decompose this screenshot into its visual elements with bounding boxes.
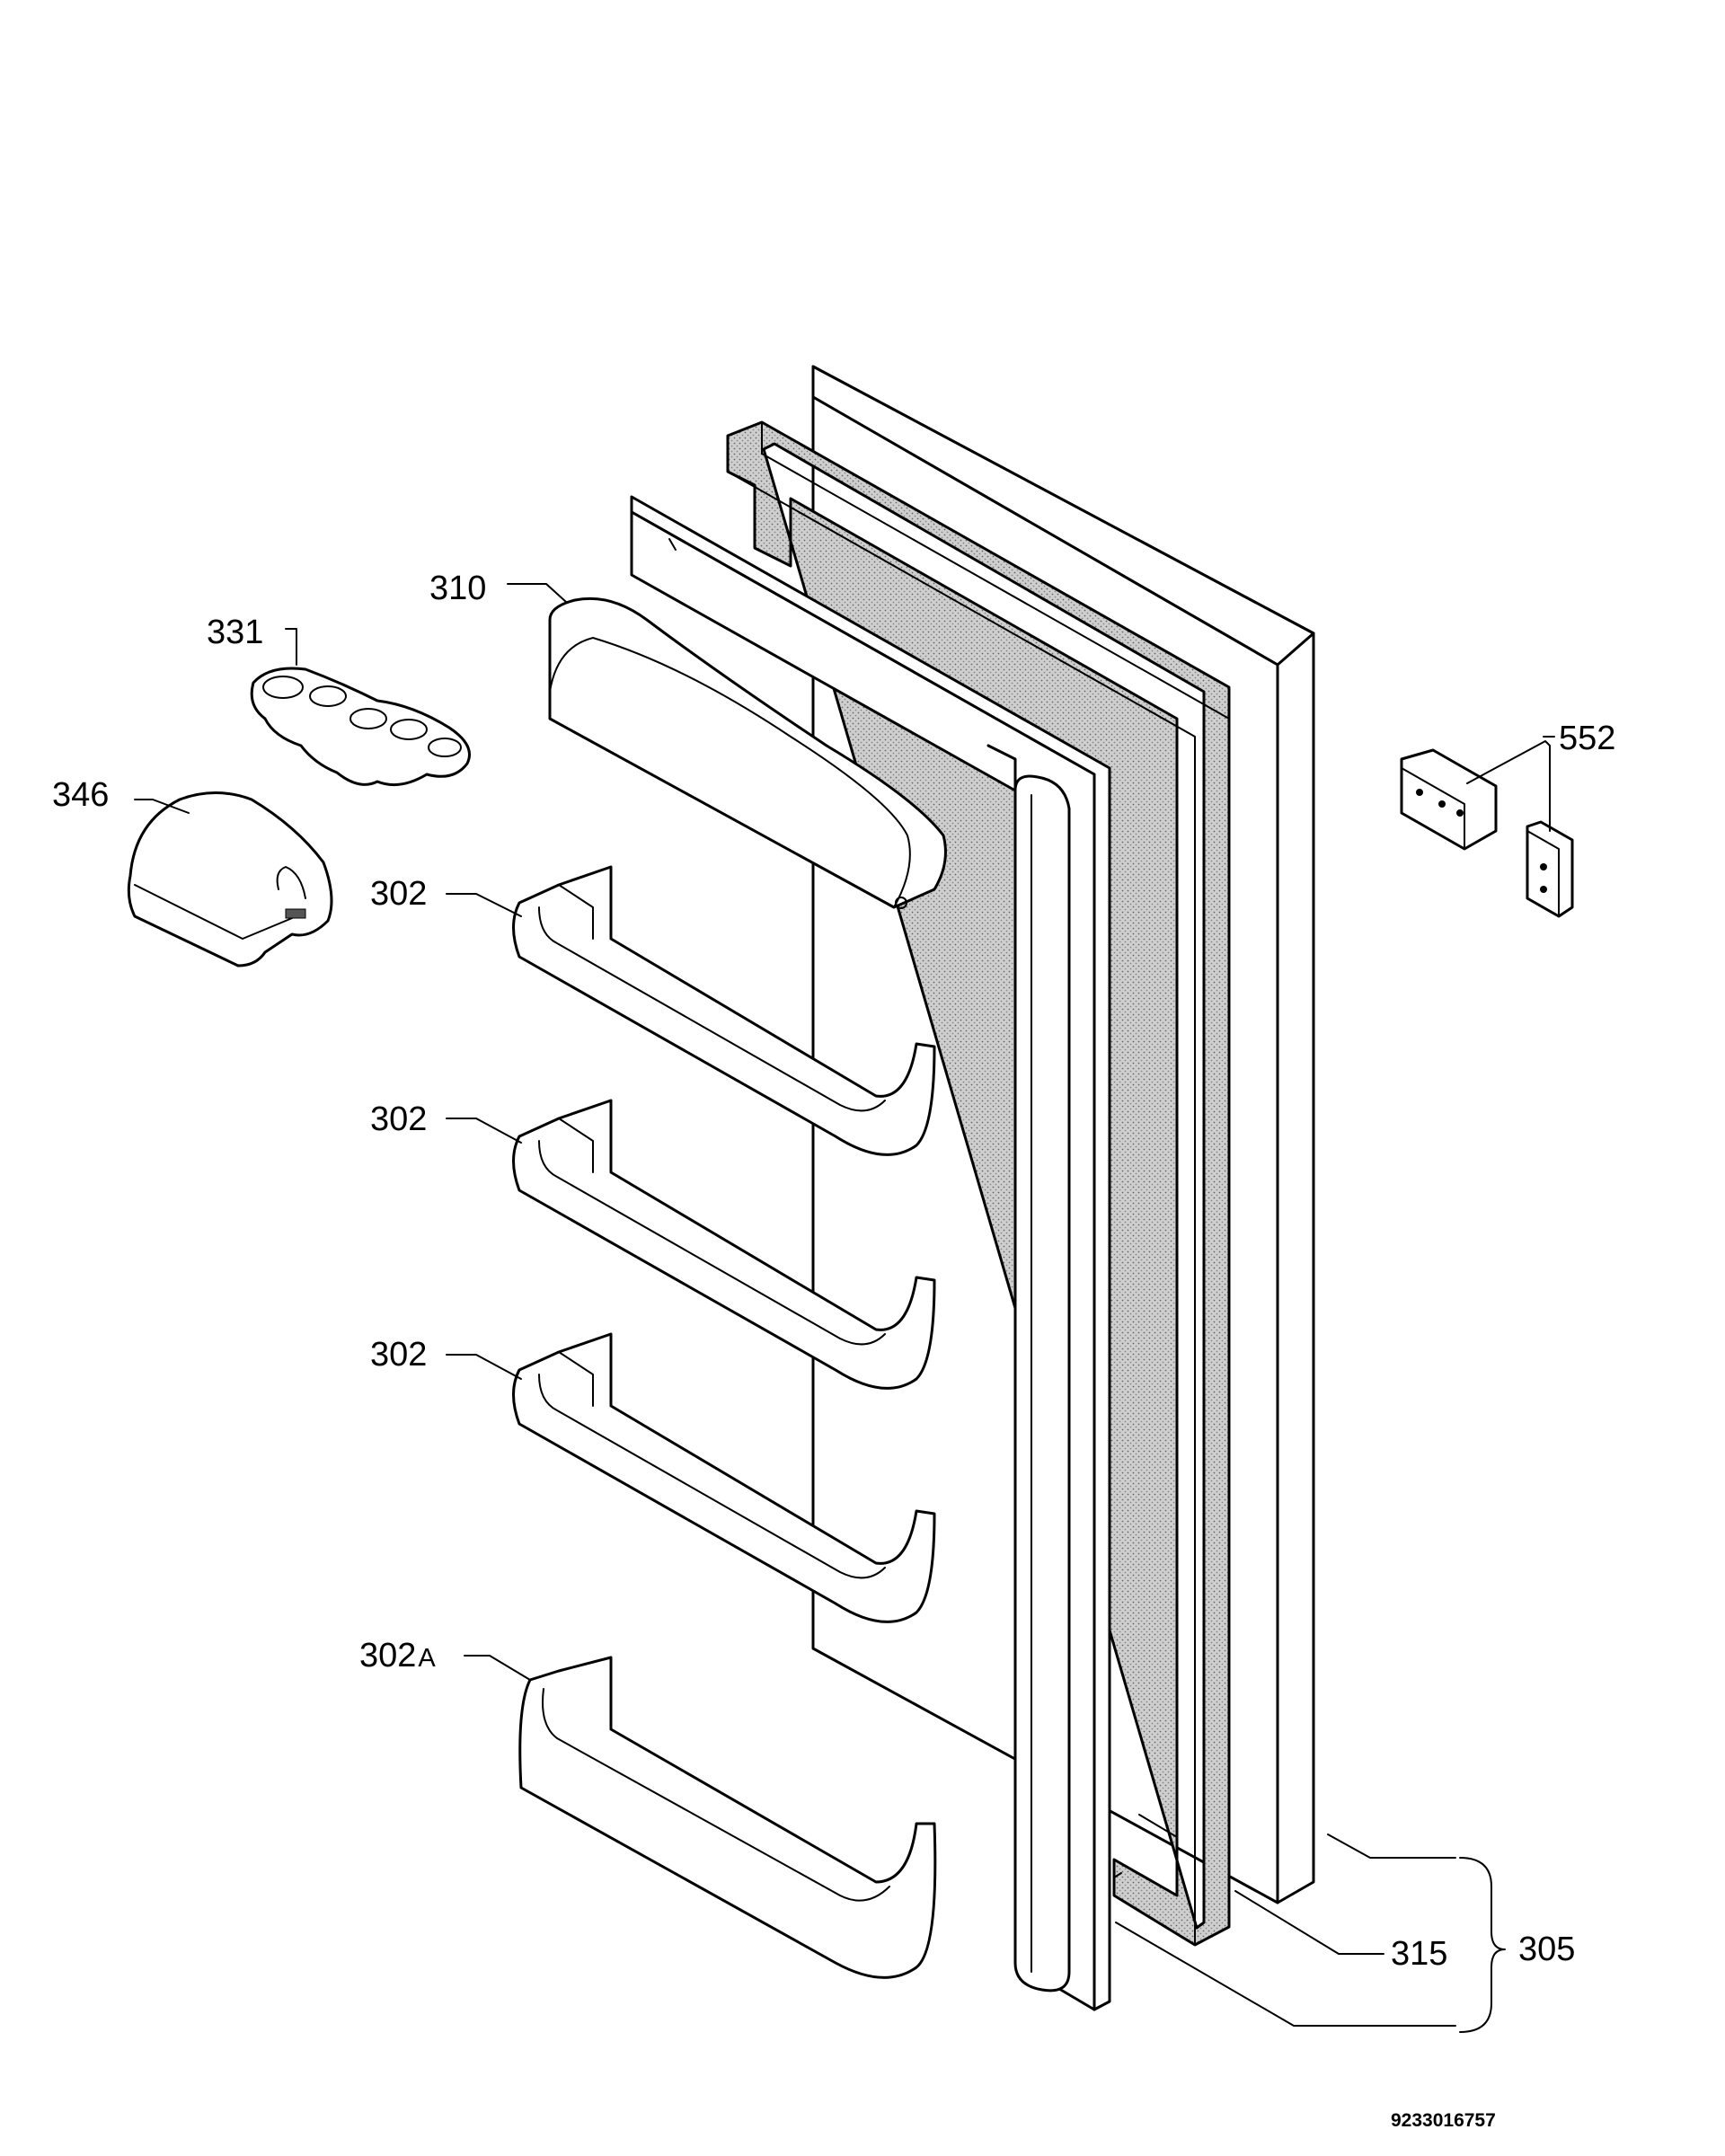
door-shelf-302-3 [512, 1332, 936, 1623]
leader-lines [134, 583, 1555, 1681]
label-315: 315 [1391, 1935, 1447, 1973]
label-302-1: 302 [370, 875, 427, 913]
dairy-cover-310 [548, 596, 947, 909]
callout-lines [1115, 1833, 1506, 2033]
label-305: 305 [1518, 1931, 1575, 1968]
bottle-shelf-302a [518, 1656, 937, 1979]
label-346: 346 [52, 776, 109, 814]
egg-tray-331 [250, 667, 471, 787]
document-number: 9233016757 [1391, 2110, 1496, 2131]
label-331: 331 [207, 614, 263, 651]
butter-dish-346 [127, 791, 333, 968]
label-302a-number: 302 [359, 1637, 416, 1674]
hinge-brackets-552 [1400, 748, 1574, 918]
label-302-3: 302 [370, 1336, 427, 1374]
door-shelf-302-2 [512, 1099, 936, 1390]
door-shelf-302-1 [512, 865, 936, 1156]
label-302-2: 302 [370, 1100, 427, 1138]
label-302a-suffix: A [418, 1644, 436, 1673]
label-552: 552 [1559, 720, 1615, 757]
inner-door-liner [630, 495, 1178, 2011]
part-labels: 310 331 346 302 302 302 302A 552 315 305… [52, 570, 1615, 2131]
label-302a: 302A [359, 1637, 436, 1674]
label-310: 310 [429, 570, 486, 607]
